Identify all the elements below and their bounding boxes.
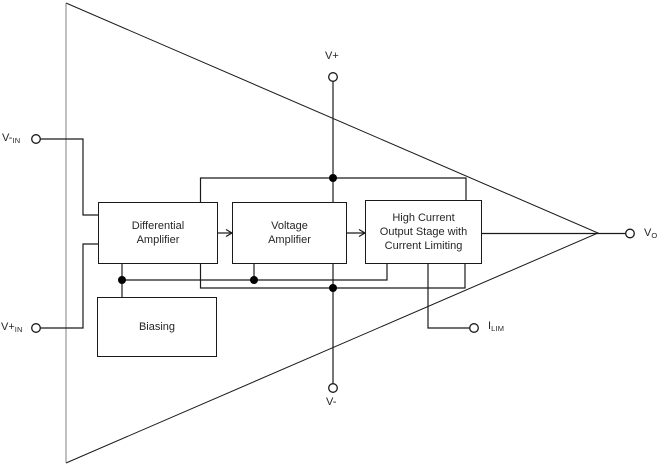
block-voltage-amplifier-line1: Voltage (271, 220, 308, 232)
label-v-plus-text: V+ (325, 50, 339, 62)
label-v-plus-supply: V+ (325, 50, 339, 62)
label-non-inverting-base: V+ (1, 321, 15, 333)
label-non-inverting-sub: IN (14, 325, 23, 334)
terminal-circle-v-plus (328, 72, 338, 82)
terminal-circle-non-inverting-input (31, 323, 41, 333)
terminal-circles (31, 72, 635, 393)
label-output: VO (644, 227, 657, 240)
terminal-circle-output (625, 228, 635, 239)
block-differential-amplifier: Differential Amplifier (98, 202, 218, 264)
terminal-circle-v-minus (328, 383, 338, 393)
junction-dot-vminus-rail (329, 284, 337, 292)
label-output-base: V (644, 227, 652, 239)
label-v-minus-supply: V- (326, 396, 336, 408)
block-output-stage-line1: High Current (392, 212, 455, 224)
block-biasing: Biasing (97, 297, 217, 357)
label-output-sub: O (651, 231, 658, 240)
label-non-inverting-input: V+IN (1, 321, 23, 334)
junction-dot-bias (118, 276, 126, 284)
label-current-limit-sub: LIM (491, 324, 505, 333)
block-output-stage: High Current Output Stage with Current L… (365, 200, 482, 264)
label-current-limit-base: I (488, 320, 492, 332)
junction-dot-vplus-rail (329, 174, 337, 182)
wire-bias-rail (122, 264, 388, 281)
wire-inverting-input (40, 138, 98, 216)
label-v-minus-text: V- (326, 396, 337, 408)
block-output-stage-line2: Output Stage with (379, 226, 468, 238)
terminal-circle-current-limit (469, 323, 479, 333)
wire-current-limit (427, 264, 470, 329)
junction-dots (118, 174, 337, 292)
label-inverting-input: V-IN (2, 132, 20, 145)
wire-non-inverting-input (40, 243, 98, 329)
label-current-limit: ILIM (488, 320, 504, 333)
block-biasing-line1: Biasing (138, 321, 176, 333)
wires (40, 81, 626, 384)
label-inverting-base: V- (2, 132, 13, 144)
block-voltage-amplifier: Voltage Amplifier (232, 202, 347, 264)
block-voltage-amplifier-line2: Amplifier (268, 234, 311, 246)
block-differential-amplifier-line2: Amplifier (136, 234, 180, 246)
block-differential-amplifier-line1: Differential (131, 220, 185, 232)
terminal-circle-inverting-input (31, 134, 41, 144)
junction-dot-bias-rail (250, 276, 258, 284)
label-inverting-sub: IN (12, 136, 21, 145)
block-output-stage-line3: Current Limiting (384, 240, 463, 252)
